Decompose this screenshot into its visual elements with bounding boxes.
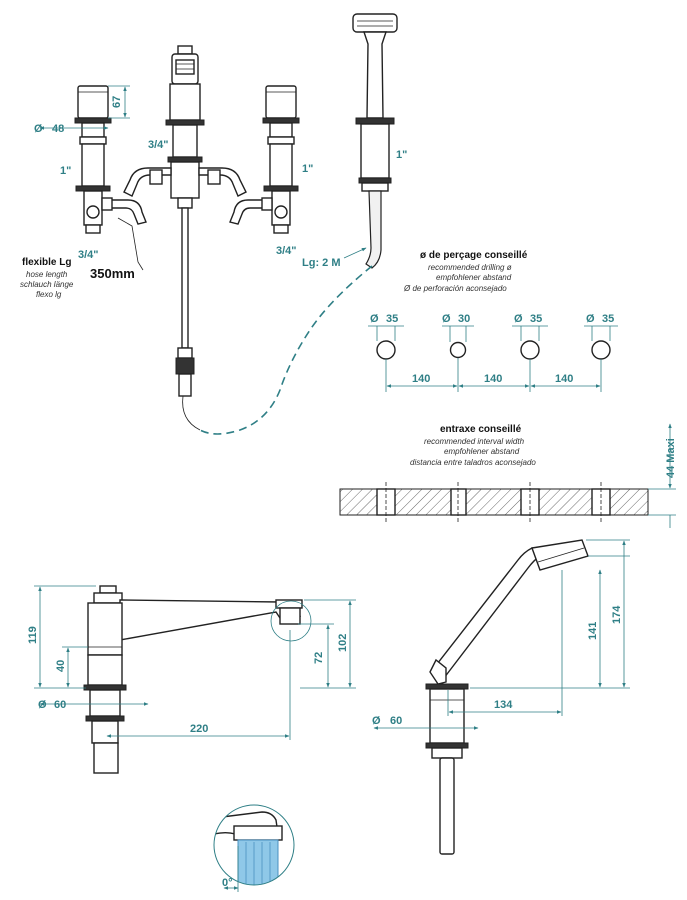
svg-text:Ø: Ø: [38, 699, 47, 711]
interval-line1: recommended interval width: [424, 437, 525, 446]
svg-text:Ø: Ø: [586, 313, 595, 325]
drilling-line3: Ø de perforación aconsejado: [403, 284, 507, 293]
svg-text:Ø: Ø: [442, 313, 451, 325]
dim-72: 72: [313, 652, 325, 664]
top-dimensions: 67 Ø 48 1" 3/4" 1" 3/4" 3/4" 1" Lg: 2 M: [34, 85, 407, 271]
drill-hole-4: [591, 340, 611, 360]
spacing-3: 140: [555, 373, 573, 385]
dim-141: 141: [587, 622, 599, 640]
shower-handle: [433, 547, 542, 680]
dim-40: 40: [55, 660, 67, 672]
left-elbow: [105, 199, 147, 225]
thread-34-center: 3/4": [148, 139, 169, 151]
svg-text:Ø: Ø: [372, 715, 381, 727]
right-valve: [262, 85, 300, 234]
center-hose: [181, 207, 189, 349]
spacing-2: 140: [484, 373, 502, 385]
flexible-label: flexible Lg hose length schlauch länge f…: [20, 257, 135, 299]
shower-side-view: Ø 60 134 141 174: [372, 539, 630, 855]
dim-134: 134: [494, 699, 513, 711]
hose-length-label: Lg: 2 M: [302, 257, 341, 269]
svg-text:Ø: Ø: [370, 313, 379, 325]
spout-arm: [119, 599, 302, 641]
drill-hole-2: [449, 341, 467, 359]
drill-hole-1: [376, 340, 396, 360]
spacing-1: 140: [412, 373, 430, 385]
hole-dia-4: 35: [602, 313, 614, 325]
shower-hose-dashed: [199, 265, 373, 435]
svg-text:Ø: Ø: [514, 313, 523, 325]
water-jet: [237, 839, 279, 885]
dim-48-prefix: Ø: [34, 123, 43, 135]
dim-48: 48: [52, 123, 64, 135]
flexible-value: 350mm: [90, 266, 135, 281]
flexible-line3: flexo lg: [36, 290, 62, 299]
spout-side-view: 119 40 Ø 60 72 102 220: [27, 585, 356, 774]
interval-line3: distancia entre taladros aconsejado: [410, 458, 536, 467]
hole-dia-2: 30: [458, 313, 470, 325]
drilling-line2: empfohlener abstand: [436, 273, 512, 282]
dim-67: 67: [111, 96, 123, 108]
hole-dia-1: 35: [386, 313, 398, 325]
dim-119: 119: [27, 626, 39, 644]
drilling-title: ø de perçage conseillé: [420, 250, 528, 261]
flexible-title: flexible Lg: [22, 257, 71, 268]
detail-angle: 0°: [222, 877, 233, 889]
drilling-section: ø de perçage conseillé recommended drill…: [368, 250, 618, 392]
dim-220: 220: [190, 723, 208, 735]
spout-detail: 0°: [213, 804, 295, 892]
hole-dia-3: 35: [530, 313, 542, 325]
thread-1in-shower: 1": [396, 149, 407, 161]
dim-60: 60: [54, 699, 66, 711]
interval-line2: empfohlener abstand: [444, 447, 520, 456]
drill-hole-3: [520, 340, 540, 360]
center-body: [123, 45, 247, 209]
dim-102: 102: [337, 634, 349, 652]
interval-section: entraxe conseillé recommended interval w…: [339, 423, 677, 528]
dim-shower-60: 60: [390, 715, 402, 727]
thread-34-left: 3/4": [78, 249, 99, 261]
thread-34-right: 3/4": [276, 245, 297, 257]
right-elbow: [229, 199, 269, 225]
top-assembly-view: [74, 13, 398, 435]
thread-1in-left: 1": [60, 165, 71, 177]
interval-title: entraxe conseillé: [440, 424, 522, 435]
dim-174: 174: [611, 605, 623, 624]
max-thickness: 44 Maxi: [665, 438, 677, 478]
hand-shower-top: [352, 13, 398, 269]
drilling-line1: recommended drilling ø: [428, 263, 512, 272]
flexible-line1: hose length: [26, 270, 68, 279]
left-valve: [74, 85, 112, 234]
thread-1in-right: 1": [302, 163, 313, 175]
flexible-line2: schlauch länge: [20, 280, 74, 289]
